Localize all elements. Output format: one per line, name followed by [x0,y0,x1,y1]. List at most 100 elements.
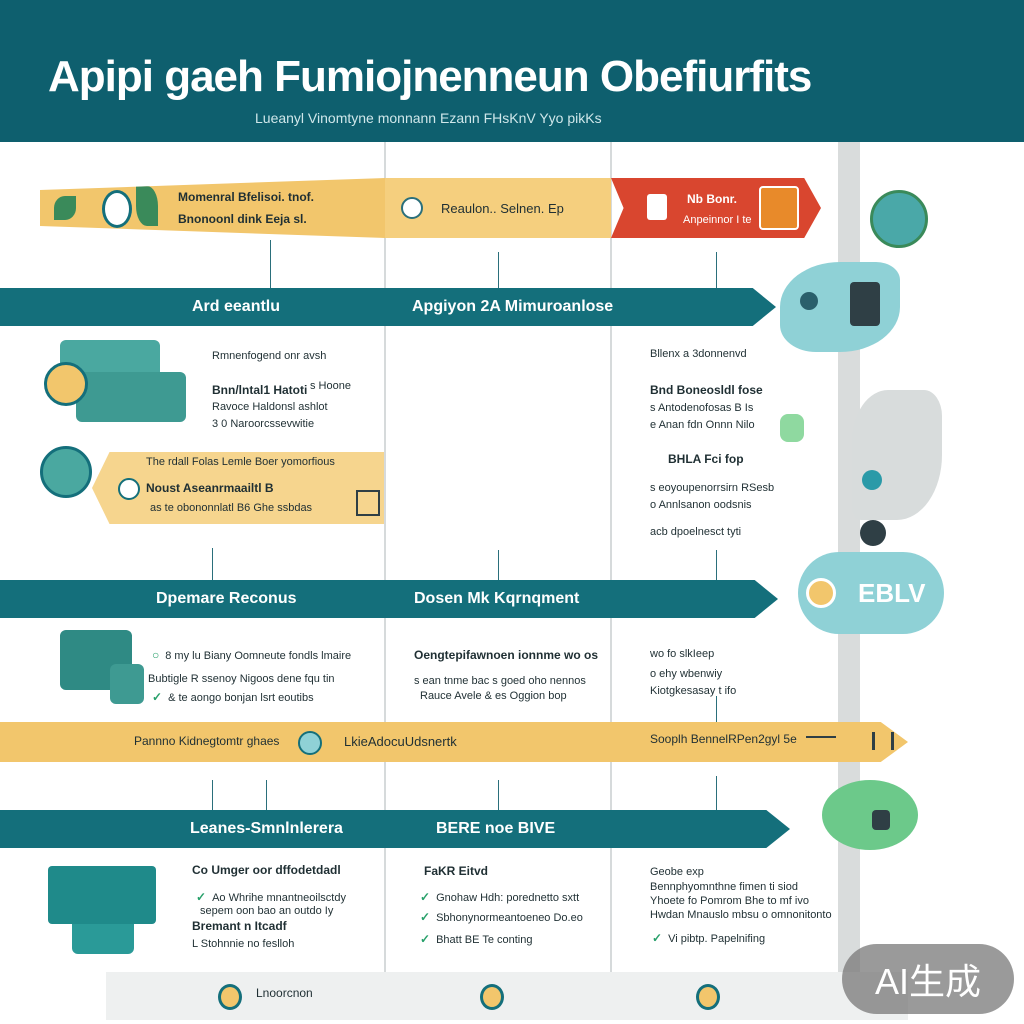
ribbon-left-line1: Momenral Bfelisoi. tnof. [178,190,315,204]
leaf-icon [136,186,158,226]
document-icon [356,490,380,516]
avatar-icon [862,470,882,490]
ai-generated-watermark: AI生成 [842,944,1014,1014]
target-icon [806,578,836,608]
sec1-left-line4: 3 0 Naroorcssevwitie [212,418,315,430]
sec3-left-line2: ✓ Ao Whrihe mnantneoilsctdy [196,890,346,904]
printer-icon [72,924,134,954]
sec1-right-line3: s Antodenofosas B Is [650,402,754,414]
ribbon-middle-label: Reaulon.. Selnen. Ep [441,200,564,216]
sec3-right-line3: Yhoete fo Pomrom Bhe to mf ivo [650,895,809,907]
document-icon [76,372,186,422]
document-icon [647,194,667,220]
badge-icon [218,984,242,1010]
check-icon: ✓ [420,910,431,924]
connector-tick [212,780,213,810]
briefcase-icon [110,664,144,704]
band3-left-label: Leanes-Smnlnlerera [190,820,343,837]
check-icon [872,732,894,750]
connector-tick [266,780,267,810]
side-badge: EBLV [798,552,944,634]
people-icon [780,262,900,352]
sec3-middle-line1: FaKR Eitvd [424,864,489,878]
badge-icon [480,984,504,1010]
connector-tick [716,252,717,288]
sec1-left-line1: Rmnenfogend onr avsh [212,350,327,362]
ribbon-segment-middle: Reaulon.. Selnen. Ep [385,178,611,238]
connector-tick [716,776,717,810]
connector-tick [498,780,499,810]
sec1-left-line2b: s Hoone [310,380,351,392]
check-icon: ✓ [152,690,163,704]
badge-icon [696,984,720,1010]
sec2-left-line2: Bubtigle R ssenoy Nigoos dene fqu tin [148,673,335,685]
section-band-2 [0,580,778,618]
connector-tick [212,548,213,580]
sec3-left-line2-text: Ao Whrihe mnantneoilsctdy [212,892,346,904]
people-icon [852,390,942,520]
people-icon [822,780,918,850]
check-icon: ✓ [420,890,431,904]
sec2-middle-line2: s ean tnme bac s goed oho nennos [414,675,586,687]
yellow-card-line2: Noust Aseanrmaailtl B [146,481,274,495]
sec1-left-line2: Bnn/lntal1 Hatoti [212,383,308,397]
people-icon [850,282,880,326]
check-icon: ✓ [420,932,431,946]
sec3-left-line5: L Stohnnie no feslloh [192,938,295,950]
side-badge-label: EBLV [858,577,926,608]
sec2-left-line1: ○8 my lu Biany Oomneute fondls lmaire [152,648,351,662]
sec2-middle-line3: Rauce Avele & es Oggion bop [420,690,567,702]
band2-left-label: Dpemare Reconus [156,590,297,607]
sec1-right-line7: o Annlsanon oodsnis [650,499,752,511]
sec2-middle-line1: Oengtepifawnoen ionnme wo os [414,648,599,662]
ribbon-segment-right: Nb Bonr. Anpeinnor I te [611,178,821,238]
connector-tick [498,550,499,580]
people-icon [860,520,886,546]
yellow-band-middle: LkieAdocuUdsnertk [344,734,457,749]
target-icon [102,190,132,228]
highlight-card [92,452,384,524]
highlight-band [0,722,908,762]
sec3-middle-line3: ✓ Sbhonynormeantoeneo Do.eo [420,910,583,924]
gear-icon [298,731,322,755]
ribbon-segment-left: Momenral Bfelisoi. tnof. Bnonoonl dink E… [40,178,385,238]
ribbon-left-line2: Bnonoonl dink Eeja sl. [178,212,307,226]
connector-tick [716,696,717,722]
connector-tick [270,240,271,288]
sec1-right-line1: Bllenx a 3donnenvd [650,348,747,360]
avatar-icon [800,292,818,310]
band3-middle-label: BERE noe BIVE [436,820,556,837]
sec2-right-line1: wo fo slkIeep [650,648,715,660]
leaf-icon [54,196,76,220]
sec3-middle-line3-text: Sbhonynormeantoeneo Do.eo [436,912,583,924]
sec3-middle-line2: ✓ Gnohaw Hdh: porednetto sxtt [420,890,579,904]
sec3-left-line1: Co Umger oor dffodetdadl [192,863,341,877]
sec1-right-line6: s eoyoupenorrsirn RSesb [650,482,775,494]
arrow-icon [806,736,836,738]
check-icon: ○ [152,648,160,662]
column-divider [384,142,386,972]
header-banner [0,0,1024,142]
target-icon [870,190,928,248]
section-band-1 [0,288,776,326]
check-icon: ✓ [196,890,207,904]
badge-icon [759,186,799,230]
check-icon [118,478,140,500]
sec2-right-line2: o ehy wbenwiy [650,668,723,680]
avatar-icon [872,810,890,830]
ribbon-right-line1: Nb Bonr. [687,192,737,206]
section-band-3 [0,810,790,848]
band1-middle-label: Apgiyon 2A Mimuroanlose [412,298,614,315]
sec3-middle-line4-text: Bhatt BE Te conting [436,934,533,946]
badge-icon [780,414,804,442]
sec1-right-line5: BHLA Fci fop [668,452,744,466]
sec1-right-line4: e Anan fdn Onnn Nilo [650,419,755,431]
yellow-card-line3: as te obononnlatl B6 Ghe ssbdas [150,502,313,514]
column-divider [610,142,612,972]
band2-middle-label: Dosen Mk Kqrnqment [414,590,580,607]
sec3-middle-line2-text: Gnohaw Hdh: porednetto sxtt [436,892,580,904]
yellow-card-line1: The rdall Folas Lemle Boer yomorfious [146,456,335,468]
page-title: Apipi gaeh Fumiojnenneun Obefiurfits [48,52,812,101]
connector-tick [498,252,499,288]
check-icon: ✓ [652,931,663,945]
